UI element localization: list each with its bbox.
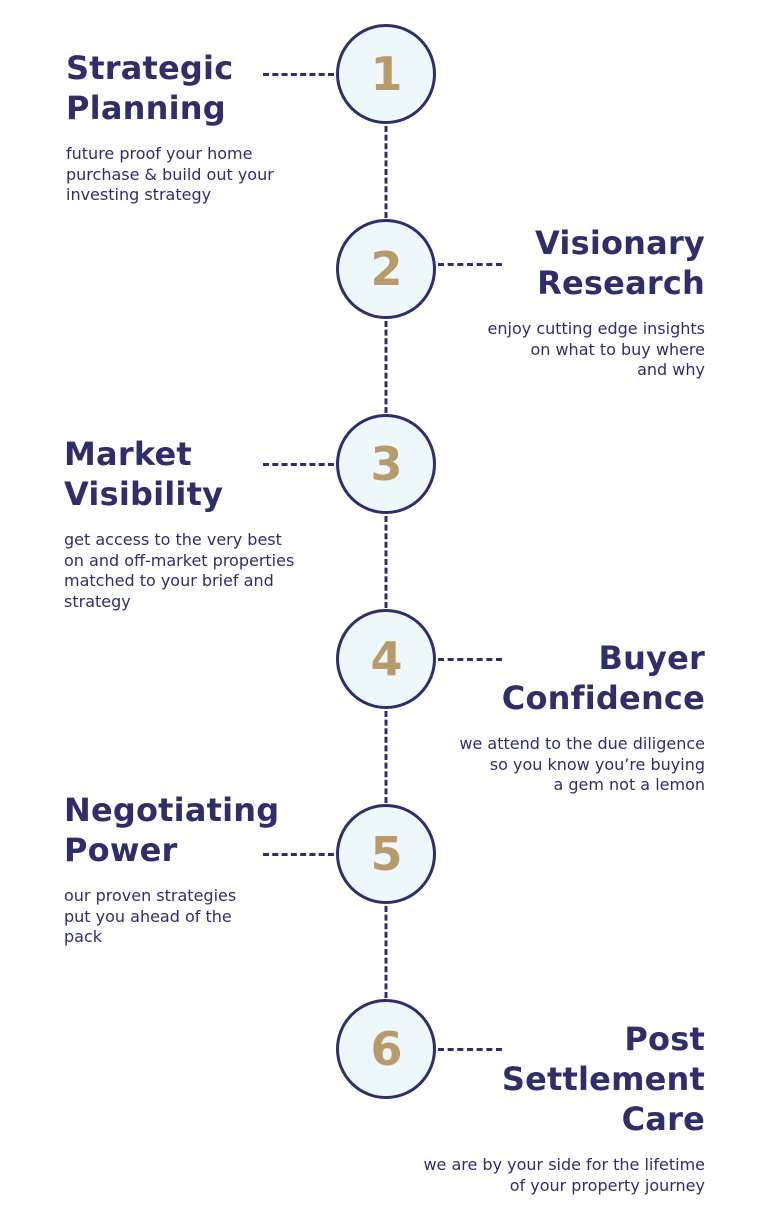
- timeline-spine-segment: [384, 516, 388, 608]
- step-4-number: 4: [370, 632, 402, 686]
- step-4-description: we attend to the due diligence so you kn…: [459, 734, 705, 794]
- step-connector: [438, 658, 502, 661]
- step-1-title-line: Planning: [66, 89, 226, 127]
- step-3-number: 3: [370, 437, 402, 491]
- step-3-title: Market Visibility: [64, 434, 354, 514]
- step-6-title: Post Settlement Care: [365, 1019, 705, 1139]
- step-2-title-line: Visionary: [535, 224, 705, 262]
- step-1-title: Strategic Planning: [66, 48, 356, 128]
- step-5-title: Negotiating Power: [64, 790, 354, 870]
- step-2-description: enjoy cutting edge insights on what to b…: [487, 319, 705, 379]
- step-6-circle: 6: [336, 999, 436, 1099]
- step-4-title-line: Confidence: [501, 679, 705, 717]
- step-2-text: Visionary Research enjoy cutting edge in…: [415, 223, 705, 381]
- step-connector: [263, 73, 334, 76]
- step-2-title-line: Research: [537, 264, 705, 302]
- step-3-text: Market Visibility get access to the very…: [64, 434, 354, 612]
- timeline-spine-segment: [384, 126, 388, 218]
- step-2-number: 2: [370, 242, 402, 296]
- step-connector: [263, 463, 334, 466]
- step-2-circle: 2: [336, 219, 436, 319]
- timeline-spine-segment: [384, 906, 388, 998]
- step-4-title: Buyer Confidence: [415, 638, 705, 718]
- step-connector: [263, 853, 334, 856]
- timeline-spine-segment: [384, 321, 388, 413]
- step-3-circle: 3: [336, 414, 436, 514]
- step-6-description: we are by your side for the lifetime of …: [423, 1155, 705, 1195]
- step-5-text: Negotiating Power our proven strategies …: [64, 790, 354, 948]
- step-3-description: get access to the very best on and off-m…: [64, 530, 295, 611]
- step-2-title: Visionary Research: [415, 223, 705, 303]
- step-5-description: our proven strategies put you ahead of t…: [64, 886, 237, 946]
- step-connector: [438, 1048, 502, 1051]
- step-6-text: Post Settlement Care we are by your side…: [365, 1019, 705, 1196]
- step-1-circle: 1: [336, 24, 436, 124]
- step-6-title-line: Settlement: [501, 1060, 705, 1098]
- step-6-number: 6: [370, 1022, 402, 1076]
- step-5-title-line: Power: [64, 831, 178, 869]
- step-6-title-line: Care: [621, 1100, 705, 1138]
- step-5-title-line: Negotiating: [64, 791, 280, 829]
- timeline-spine-segment: [384, 711, 388, 803]
- step-3-title-line: Market: [64, 435, 192, 473]
- step-4-text: Buyer Confidence we attend to the due di…: [415, 638, 705, 796]
- step-4-circle: 4: [336, 609, 436, 709]
- step-connector: [438, 263, 502, 266]
- step-1-number: 1: [370, 47, 402, 101]
- step-6-title-line: Post: [624, 1020, 705, 1058]
- step-5-number: 5: [370, 827, 402, 881]
- step-1-text: Strategic Planning future proof your hom…: [66, 48, 356, 206]
- step-4-title-line: Buyer: [598, 639, 705, 677]
- step-1-title-line: Strategic: [66, 49, 234, 87]
- step-1-description: future proof your home purchase & build …: [66, 144, 274, 204]
- step-5-circle: 5: [336, 804, 436, 904]
- step-3-title-line: Visibility: [64, 475, 224, 513]
